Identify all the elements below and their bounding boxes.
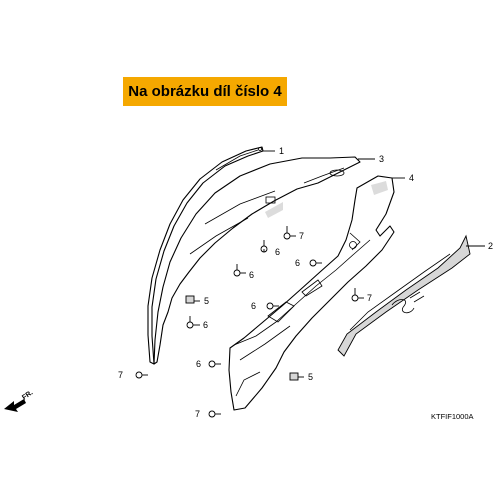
callout-6a: 6 <box>275 247 280 257</box>
bolt-6c <box>186 316 194 329</box>
callout-1: 1 <box>279 146 284 156</box>
bolt-6d <box>309 259 322 267</box>
clip-set <box>185 295 299 381</box>
callout-5b: 5 <box>308 372 313 382</box>
callout-6d: 6 <box>295 258 300 268</box>
bolt-set <box>186 240 322 368</box>
callout-7d: 7 <box>195 409 200 419</box>
bolt-6e <box>266 302 279 310</box>
diagram-code: KTFIF1000A <box>431 412 474 421</box>
bolt-6f <box>208 360 221 368</box>
part-3-upper-cover <box>153 156 361 365</box>
direction-label: FR. <box>21 389 34 401</box>
screw-7b <box>351 288 359 302</box>
highlight-banner: Na obrázku díl číslo 4 <box>123 77 287 106</box>
callout-7c: 7 <box>118 370 123 380</box>
leader-lines <box>193 150 485 378</box>
callout-7a: 7 <box>299 231 304 241</box>
screw-7a <box>283 226 291 240</box>
callout-6e: 6 <box>251 301 256 311</box>
callout-4: 4 <box>409 173 414 183</box>
callout-6f: 6 <box>196 359 201 369</box>
callout-5a: 5 <box>204 296 209 306</box>
screw-7c <box>135 371 148 379</box>
callout-2: 2 <box>488 241 493 251</box>
screw-7d <box>208 410 221 418</box>
part-4-side-cover <box>228 175 395 411</box>
bolt-6b <box>233 264 241 277</box>
front-arrow-icon: FR. <box>4 389 34 412</box>
screw-set <box>135 226 359 418</box>
callout-6c: 6 <box>203 320 208 330</box>
callout-3: 3 <box>379 154 384 164</box>
clip-5a <box>185 295 195 304</box>
callout-7b: 7 <box>367 293 372 303</box>
callout-6b: 6 <box>249 270 254 280</box>
clip-5b <box>289 372 299 381</box>
part-2-lower-strip <box>337 234 471 357</box>
